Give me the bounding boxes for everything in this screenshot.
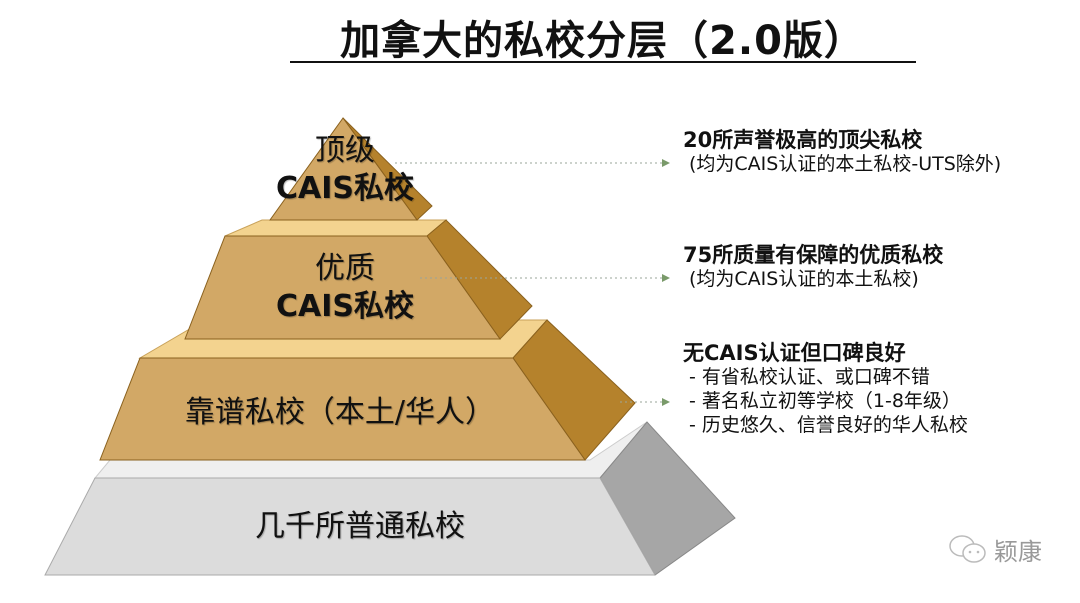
tier2-top (224, 219, 448, 237)
callout-heading: 无CAIS认证但口碑良好 (683, 341, 906, 365)
callout-line: - 有省私校认证、或口碑不错 (689, 366, 930, 388)
callout-quality-tier: 75所质量有保障的优质私校 (均为CAIS认证的本土私校) (683, 243, 943, 291)
tier1-line2: CAIS私校 (275, 171, 414, 206)
callout-line: (均为CAIS认证的本土私校-UTS除外) (689, 153, 1002, 175)
tier2-line1: 优质 (315, 251, 375, 286)
arrow-icon-3 (662, 398, 670, 406)
tier4-front (44, 477, 656, 576)
title-underline (290, 61, 916, 63)
tier3-label: 靠谱私校（本土/华人） (184, 395, 496, 430)
tier2-front (184, 235, 501, 340)
tier1-line1: 顶级 (315, 133, 375, 168)
arrow-icon-2 (662, 274, 670, 282)
arrow-icon-1 (662, 159, 670, 167)
callout-heading: 75所质量有保障的优质私校 (683, 243, 944, 267)
watermark-text: 颖康 (994, 538, 1042, 566)
tier2-label: 优质 CAIS私校 (240, 250, 450, 326)
callout-top-tier: 20所声誉极高的顶尖私校 (均为CAIS认证的本土私校-UTS除外) (683, 128, 1001, 176)
callout-line: - 历史悠久、信誉良好的华人私校 (689, 414, 968, 436)
tier4-label: 几千所普通私校 (255, 509, 465, 544)
tier3-front (99, 357, 586, 461)
wechat-icon (949, 534, 986, 563)
tier2-line2: CAIS私校 (275, 289, 414, 324)
page-title: 加拿大的私校分层（2.0版） (340, 18, 865, 64)
callout-line: (均为CAIS认证的本土私校) (689, 268, 919, 290)
callout-line: - 著名私立初等学校（1-8年级） (689, 390, 961, 412)
callout-reliable-tier: 无CAIS认证但口碑良好 - 有省私校认证、或口碑不错 - 著名私立初等学校（1… (683, 341, 968, 437)
wechat-watermark: 颖康 (948, 532, 1042, 567)
callout-heading: 20所声誉极高的顶尖私校 (683, 128, 923, 152)
tier1-front (269, 117, 418, 221)
tier1-label: 顶级 CAIS私校 (250, 132, 440, 208)
